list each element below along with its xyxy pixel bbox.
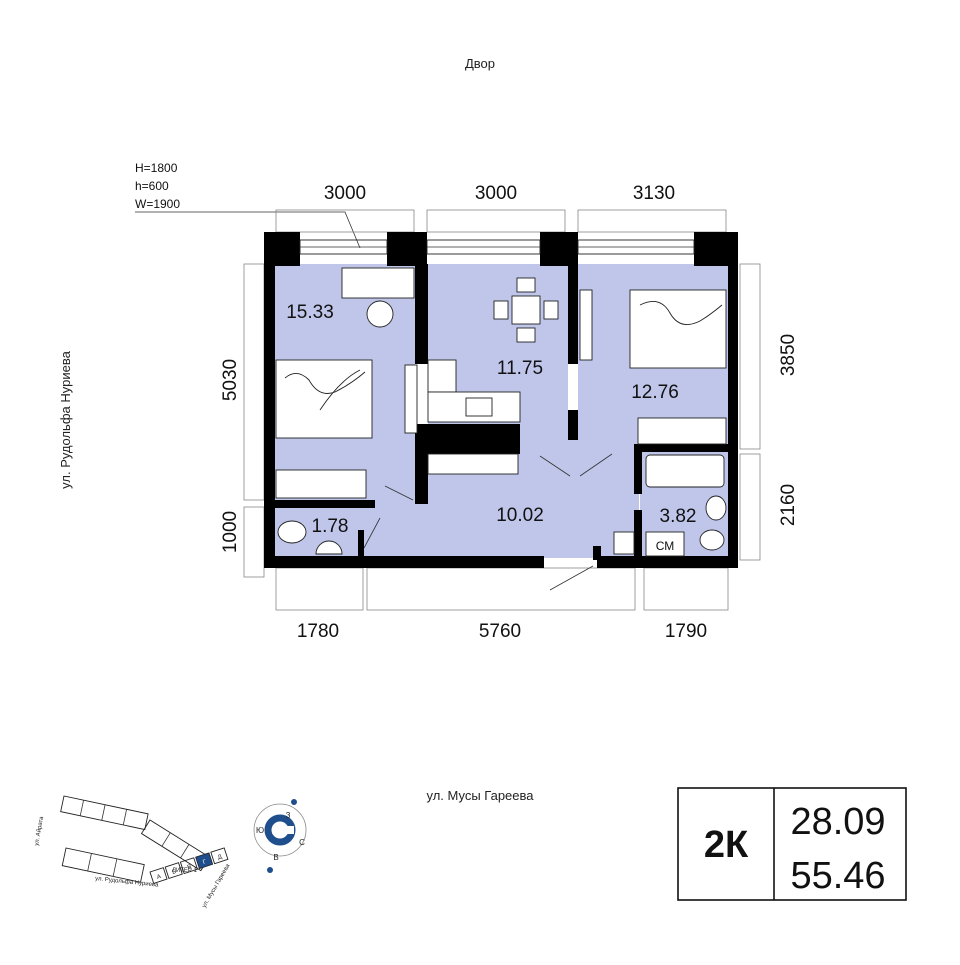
room-areas: 15.33 11.75 12.76 1.78 10.02 3.82 — [286, 302, 696, 537]
chair-top — [516, 277, 536, 293]
mirror2 — [579, 289, 593, 361]
dim-top-3: 3130 — [633, 183, 675, 204]
living-area: 28.09 — [790, 801, 885, 843]
bedroom1-furniture — [275, 267, 418, 499]
mirror1 — [404, 364, 418, 434]
bath-sink — [705, 495, 727, 521]
section-g: Г — [202, 859, 208, 866]
compass-south: Ю — [256, 826, 264, 835]
toilet-bowl — [277, 520, 307, 544]
site-street-b: ул. Рудольфа Нуриева — [95, 876, 159, 889]
compass: З Ю С В — [253, 799, 307, 873]
area-toilet: 1.78 — [312, 516, 349, 537]
washing-machine-label: СМ — [656, 539, 675, 553]
dim-left-1: 5030 — [220, 359, 241, 401]
window-spec-sill: h=600 — [135, 179, 169, 193]
bottom-dimensions: 1780 5760 1790 — [275, 567, 729, 642]
bath-fixtures: СМ — [613, 454, 727, 557]
section-a: А — [156, 874, 162, 881]
wardrobe1 — [275, 469, 367, 499]
sun-icon-top — [291, 799, 297, 805]
total-area: 55.46 — [790, 855, 885, 897]
street-left-label: ул. Рудольфа Нуриева — [58, 350, 73, 488]
site-plan: А Б В Г Д ЛИТЕР 1 ул. Айрата ул. Рудольф… — [33, 795, 232, 909]
dim-top-1: 3000 — [324, 183, 366, 204]
dim-right-1: 3850 — [778, 334, 799, 376]
site-street-c: ул. Мусы Гареева — [202, 863, 232, 909]
area-hall: 10.02 — [496, 505, 544, 526]
kitchen-furniture — [427, 277, 559, 423]
sink — [465, 397, 493, 417]
hall-wardrobe — [427, 453, 519, 475]
bed2 — [629, 289, 727, 369]
windows — [299, 239, 695, 255]
dining-table — [511, 295, 541, 325]
window-spec-leader — [135, 211, 361, 249]
section-b: Б — [172, 869, 178, 876]
area-bath: 3.82 — [660, 506, 697, 527]
toilet-sink — [315, 540, 343, 555]
left-dimensions: 5030 1000 — [220, 263, 265, 578]
litera-label: ЛИТЕР 1 — [172, 868, 198, 874]
section-d: Д — [217, 854, 223, 861]
sun-icon-bottom — [267, 867, 273, 873]
chair-left — [493, 300, 509, 320]
compass-north: С — [299, 838, 305, 847]
area-bedroom1: 15.33 — [286, 302, 334, 323]
dim-right-2: 2160 — [778, 484, 799, 526]
dim-bottom-3: 1790 — [665, 621, 707, 642]
bed1 — [275, 359, 373, 439]
dim-left-2: 1000 — [220, 511, 241, 553]
compass-west: З — [286, 811, 291, 820]
chair — [366, 300, 394, 328]
area-kitchen: 11.75 — [497, 358, 543, 379]
summary-box: 2К 28.09 55.46 — [677, 787, 907, 901]
dim-bottom-2: 5760 — [479, 621, 521, 642]
area-bedroom2: 12.76 — [631, 382, 679, 403]
compass-east: В — [273, 853, 278, 862]
top-dimensions: 3000 3000 3130 — [275, 183, 727, 233]
right-dimensions: 3850 2160 — [739, 263, 799, 561]
dim-top-2: 3000 — [475, 183, 517, 204]
window-spec-h: H=1800 — [135, 161, 178, 175]
laundry-basket — [613, 531, 635, 555]
section-v: В — [187, 864, 193, 871]
toilet-fixtures — [277, 520, 343, 555]
chair-right — [543, 300, 559, 320]
hall-furniture — [363, 453, 613, 591]
street-bottom-label: ул. Мусы Гареева — [426, 788, 534, 803]
wardrobe2 — [637, 417, 727, 445]
window-spec-w: W=1900 — [135, 197, 180, 211]
walls — [264, 232, 738, 568]
site-street-a: ул. Айрата — [33, 815, 45, 846]
desk — [341, 267, 415, 299]
bath-toilet — [699, 529, 725, 551]
dim-bottom-1: 1780 — [297, 621, 339, 642]
stove — [427, 359, 457, 393]
apartment-type: 2К — [704, 824, 749, 866]
yard-label: Двор — [465, 56, 495, 71]
bathtub — [645, 454, 725, 488]
chair-bottom — [516, 327, 536, 343]
bedroom2-furniture — [579, 289, 727, 445]
washing-machine — [645, 531, 685, 557]
